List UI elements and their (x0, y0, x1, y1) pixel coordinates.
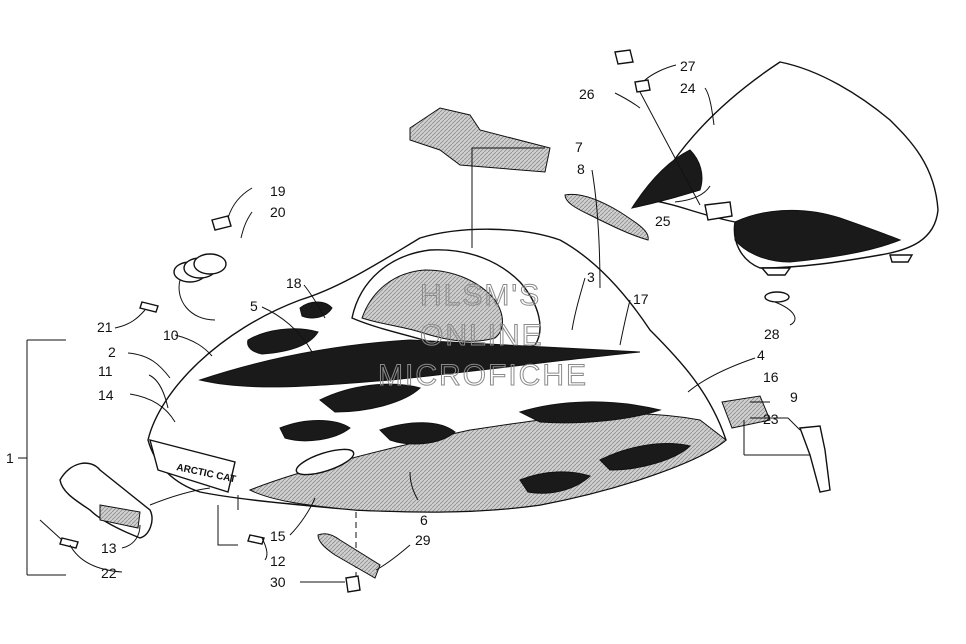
callout-23: 23 (763, 411, 779, 427)
small-parts (59, 49, 831, 593)
callout-3: 3 (587, 269, 595, 285)
callout-22: 22 (101, 565, 117, 581)
callout-6: 6 (420, 512, 428, 528)
callout-15: 15 (270, 528, 286, 544)
callout-13: 13 (101, 540, 117, 556)
callout-20: 20 (270, 204, 286, 220)
callout-24: 24 (680, 80, 696, 96)
watermark-line-1: HLSM'S (420, 279, 541, 312)
callout-11: 11 (98, 363, 113, 379)
callout-9: 9 (790, 389, 798, 405)
callout-2: 2 (108, 344, 116, 360)
callout-26: 26 (579, 86, 595, 102)
callout-10: 10 (163, 327, 179, 343)
callout-29: 29 (415, 532, 431, 548)
hood: ARCTIC CAT (147, 228, 727, 513)
callout-4: 4 (757, 347, 765, 363)
leader-lines (18, 64, 810, 583)
watermark: HLSM'S ONLINE MICROFICHE (378, 279, 588, 393)
callout-5: 5 (250, 298, 258, 314)
callout-17: 17 (633, 291, 649, 307)
callout-8: 8 (577, 161, 585, 177)
callout-14: 14 (98, 387, 114, 403)
watermark-line-3: MICROFICHE (378, 359, 588, 392)
callout-19: 19 (270, 183, 286, 199)
windshield (630, 61, 939, 276)
callout-12: 12 (270, 553, 286, 569)
callout-21: 21 (97, 319, 113, 335)
watermark-line-2: ONLINE (420, 319, 544, 352)
callout-1: 1 (6, 450, 14, 466)
callout-7: 7 (575, 139, 583, 155)
callout-28: 28 (764, 326, 780, 342)
callout-25: 25 (655, 213, 671, 229)
callout-labels: 1 2 3 4 5 6 7 8 9 10 11 12 13 14 15 16 1… (6, 58, 798, 590)
callout-27: 27 (680, 58, 696, 74)
callout-16: 16 (763, 369, 779, 385)
callout-18: 18 (286, 275, 302, 291)
callout-30: 30 (270, 574, 286, 590)
